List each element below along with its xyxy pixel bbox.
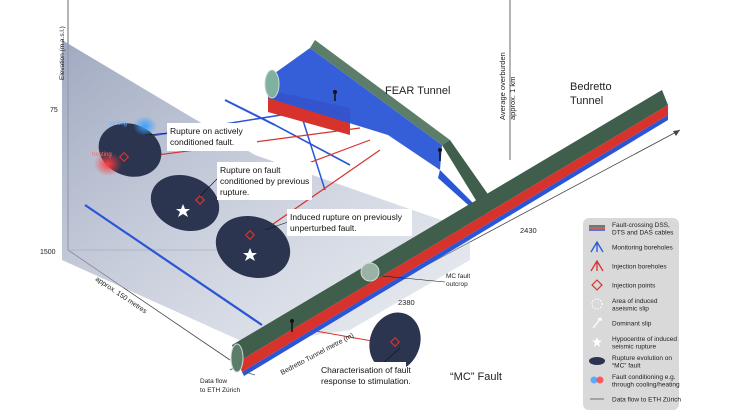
legend-panel	[583, 218, 679, 410]
callout-rupture-previous: Rupture on fault conditioned by previous…	[220, 165, 312, 197]
callout-characterisation: Characterisation of fault response to st…	[321, 365, 413, 386]
callout-box-induced	[287, 209, 412, 236]
rupture-evolution-icon	[589, 357, 605, 365]
elevation-axis-label: Elevation (m.a.s.l.)	[59, 26, 66, 80]
callout-box-previous	[217, 162, 312, 200]
cooling-glow	[133, 116, 157, 136]
legend-label: Dominant slip	[612, 321, 652, 328]
legend-label: Injection points	[612, 283, 656, 290]
elevation-bottom-tick: 1500	[40, 249, 56, 256]
heating-glow	[94, 152, 122, 176]
fear-tunnel-wall	[442, 140, 492, 215]
fear-tunnel-top	[310, 40, 450, 145]
monitoring-borehole	[274, 124, 351, 166]
hypocentre-star-icon	[592, 337, 602, 347]
aseismic-area-icon	[591, 298, 603, 310]
injection-borehole-icon	[590, 259, 604, 272]
fear-tunnel-blue	[268, 48, 442, 170]
legend-label: Monitoring boreholes	[612, 245, 673, 252]
callout-leader	[199, 177, 219, 197]
bedretto-tunnel-wall	[232, 90, 668, 362]
monitoring-borehole	[224, 99, 276, 126]
tunnel-axis-arrow	[673, 130, 680, 136]
legend-label: Data flow to ETH Zürich	[612, 397, 681, 404]
injection-point-icon	[591, 279, 603, 291]
data-flow-arrow	[244, 371, 256, 376]
mc-fault-title: “MC” Fault	[450, 371, 502, 383]
injection-point	[244, 229, 256, 241]
callout-leader	[264, 221, 289, 231]
tunnel-metre-tick-2380: 2380	[398, 298, 415, 307]
bedretto-tunnel-red	[238, 105, 668, 372]
injection-point	[194, 194, 206, 206]
conditioning-icon	[590, 376, 604, 384]
bedretto-tunnel-title: Bedretto Tunnel	[570, 81, 615, 107]
cable-icon	[589, 225, 605, 231]
rupture-ellipse-mc	[369, 312, 421, 372]
legend-label: Fault conditioning e.g.through cooling/h…	[612, 374, 680, 389]
bedretto-tunnel-blue	[242, 115, 668, 376]
callout-induced-rupture: Induced rupture on previously unperturbe…	[290, 212, 404, 233]
callout-box-active	[167, 123, 257, 151]
tunnel-metre-tick-2430: 2430	[520, 226, 537, 235]
hypocentre-star-icon	[176, 204, 190, 217]
legend-items: Fault-crossing DSS,DTS and DAS cablesMon…	[589, 222, 681, 404]
mc-fault-outcrop-label: MC fault outcrop	[446, 273, 472, 288]
elevation-top-tick: 75	[50, 107, 58, 114]
cooling-label: cooling	[108, 121, 127, 127]
injection-point	[389, 336, 401, 348]
fear-tunnel-portal	[264, 69, 280, 99]
heating-label: heating	[92, 152, 112, 158]
person-icon	[438, 148, 442, 152]
rupture-ellipse-induced	[215, 215, 291, 279]
injection-point	[118, 151, 130, 163]
mc-fault-outcrop-arch	[360, 262, 380, 282]
callout-leader	[381, 347, 401, 365]
callout-box-characterisation	[318, 362, 406, 390]
rupture-ellipse-previous	[150, 174, 220, 232]
data-flow-label: Data flow to ETH Zürich	[200, 378, 240, 394]
legend-label: Injection boreholes	[612, 264, 667, 271]
overburden-label: Average overburden approx. 1 km	[498, 50, 517, 120]
bedretto-tunnel-portal	[230, 343, 244, 373]
monitoring-borehole-icon	[590, 240, 604, 253]
dominant-slip-icon	[592, 317, 602, 329]
callout-rupture-active: Rupture on actively conditioned fault.	[170, 126, 245, 147]
monitoring-borehole	[84, 204, 263, 326]
callout-leader	[144, 132, 169, 136]
fear-tunnel-title: FEAR Tunnel	[385, 85, 450, 97]
person-icon	[290, 319, 294, 323]
legend-label: Fault-crossing DSS,DTS and DAS cables	[612, 222, 674, 237]
hypocentre-star-icon	[243, 248, 257, 261]
callout-leader	[381, 275, 446, 283]
person-icon	[333, 90, 337, 94]
legend-label: Rupture evolution on“MC” fault	[612, 355, 672, 370]
